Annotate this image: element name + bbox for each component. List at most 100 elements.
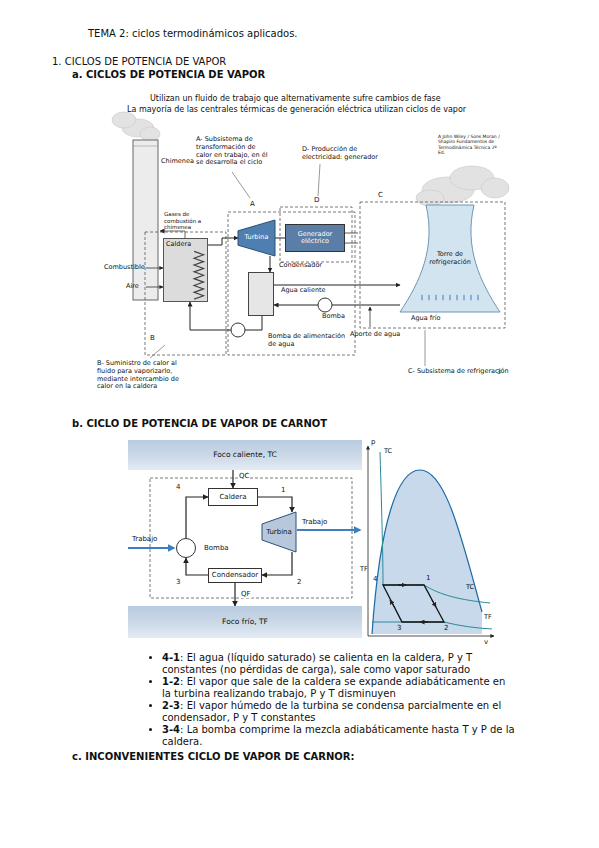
pv-diagram xyxy=(372,622,492,629)
state-number: 2 xyxy=(444,624,448,632)
condenser-box: Condensador xyxy=(248,272,274,316)
pump-circle: Bomba xyxy=(176,538,196,558)
step-text: : El agua (líquido saturado) se calienta… xyxy=(162,652,472,675)
isotherm-name: TF xyxy=(360,566,368,574)
water-spray xyxy=(450,295,451,300)
step-key: 1-2 xyxy=(162,676,180,687)
flow-name: Trabajo xyxy=(132,535,157,543)
state-number: 3 xyxy=(176,578,180,586)
pv-diagram xyxy=(390,600,395,608)
chimney xyxy=(133,146,158,147)
generator-box: Generador eléctrico xyxy=(285,224,345,252)
state-number: 3 xyxy=(397,624,401,632)
turbine-shape: Turbina xyxy=(238,220,275,256)
turbine-body xyxy=(238,220,275,256)
bullet-item: 1-2: El vapor que sale de la caldera se … xyxy=(162,676,517,700)
pipe-connector xyxy=(274,285,400,286)
step-key: 3-4 xyxy=(162,724,180,735)
bullet-block: 4-1: El agua (líquido saturado) se calie… xyxy=(72,652,517,763)
smoke-cloud xyxy=(112,112,136,128)
water-spray xyxy=(478,295,479,300)
pv-diagram xyxy=(432,600,436,607)
part-name: Aporte de agua xyxy=(350,331,400,339)
page-number: 3 xyxy=(497,368,501,375)
isotherm-name: TF xyxy=(484,614,492,622)
callout-text: D- Producción de electricidad: generador xyxy=(302,146,397,162)
pv-diagram xyxy=(372,470,482,634)
node-text: Caldera xyxy=(166,241,191,248)
smoke-cloud xyxy=(112,112,509,206)
hot-reservoir-band: Foco caliente, TC xyxy=(128,440,362,470)
water-spray xyxy=(457,295,458,300)
node-text: Condensador xyxy=(279,262,322,269)
work-arrow xyxy=(297,529,360,531)
feed-arrow xyxy=(146,268,163,269)
pv-diagram xyxy=(368,446,369,636)
page-title: TEMA 2: ciclos termodinámicos aplicados. xyxy=(88,28,298,40)
state-number: 4 xyxy=(373,575,377,583)
water-spray xyxy=(464,295,465,300)
subsection-heading: b. CICLO DE POTENCIA DE VAPOR DE CARNOT xyxy=(72,418,327,430)
callout-letter: B xyxy=(150,334,155,342)
step-text: : La bomba comprime la mezcla adiabática… xyxy=(162,724,515,747)
bullet-item: 3-4: La bomba comprime la mezcla adiabát… xyxy=(162,724,517,748)
boiler-box-outline xyxy=(164,239,207,301)
subsection-heading: c. INCONVENIENTES CICLO DE VAPOR DE CARN… xyxy=(72,751,517,763)
generator-wire xyxy=(345,233,358,234)
turbine-shape: Turbina xyxy=(262,512,296,552)
bullet-list: 4-1: El agua (líquido saturado) se calie… xyxy=(72,652,517,748)
cooling-tower: Torre de refrigeración xyxy=(400,205,500,312)
pipe-connector xyxy=(275,238,285,239)
node-text: Bomba xyxy=(204,544,229,552)
pv-diagram xyxy=(368,636,494,637)
node-text: Caldera xyxy=(219,493,246,501)
callout-letter: D xyxy=(314,196,319,204)
isotherm-name: TC xyxy=(466,584,474,592)
water-spray xyxy=(422,295,478,300)
part-name: Bomba xyxy=(322,313,345,321)
pipe-connector xyxy=(186,497,208,538)
pv-diagram xyxy=(372,470,482,634)
pipe-connector xyxy=(274,305,400,306)
pv-diagram xyxy=(368,446,494,636)
step-text: : El vapor que sale de la caldera se exp… xyxy=(162,676,505,699)
chimney xyxy=(133,140,158,300)
node-text: Turbina xyxy=(266,528,292,536)
pump-symbol xyxy=(231,298,332,337)
edge-label: QF xyxy=(240,590,252,598)
work-arrow xyxy=(128,530,360,548)
system-boundary xyxy=(150,478,352,598)
section-heading: 1. CICLOS DE POTENCIA DE VAPOR xyxy=(52,56,226,68)
pv-diagram xyxy=(380,452,490,603)
tower-shell xyxy=(400,205,500,312)
callout-text: A- Subsistema de transformación de calor… xyxy=(196,136,270,167)
flow-name: Trabajo xyxy=(302,518,327,526)
boiler-coil xyxy=(194,251,203,299)
part-name: Bomba de alimentación de agua xyxy=(268,333,352,349)
chimney xyxy=(133,140,158,300)
cold-reservoir-band: Foco frío, TF xyxy=(128,606,362,638)
feed-arrow xyxy=(370,307,371,327)
feed-arrow xyxy=(146,287,163,288)
edge-label: Agua caliente xyxy=(280,287,327,294)
water-spray xyxy=(422,295,423,300)
step-key: 2-3 xyxy=(162,700,180,711)
pump-symbol xyxy=(231,323,245,337)
part-name: Chimenea xyxy=(161,158,194,166)
node-text: Turbina xyxy=(245,234,269,241)
part-name: Aire xyxy=(126,283,139,291)
system-boundary xyxy=(150,478,352,598)
pipe-connector xyxy=(262,552,292,575)
state-number: 2 xyxy=(297,578,301,586)
figure-note: Utilizan un fluido de trabajo que altern… xyxy=(150,94,441,104)
axis-name: p xyxy=(371,438,375,446)
leader-line xyxy=(318,164,320,196)
generator-wire xyxy=(345,233,358,243)
condenser-box: Condensador xyxy=(208,568,262,583)
smoke-cloud xyxy=(140,127,160,141)
region-outline xyxy=(360,202,505,328)
region-outline xyxy=(280,207,352,262)
callout-text: B- Suministro de calor al fluido para va… xyxy=(97,360,179,391)
leader-line xyxy=(150,345,165,358)
callout-letter: A xyxy=(250,200,255,208)
